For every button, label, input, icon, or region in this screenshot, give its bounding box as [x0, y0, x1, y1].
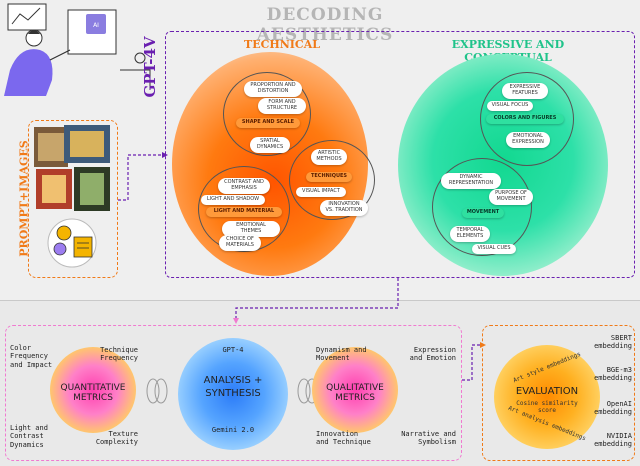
analysis-blob: [178, 338, 288, 450]
gemini-label: Gemini 2.0: [211, 426, 255, 434]
chip-contrast: CONTRAST AND EMPHASIS: [218, 178, 270, 194]
evaluation-label: EVALUATION: [515, 386, 579, 397]
chip-visual-cues: VISUAL CUES: [472, 244, 516, 254]
chip-proportion: PROPORTION AND DISTORTION: [244, 81, 302, 97]
light-ring: [198, 166, 290, 252]
chip-light-material: LIGHT AND MATERIAL: [206, 207, 282, 217]
chip-materials: CHOICE OF MATERIALS: [219, 235, 261, 251]
metric-innovation: Innovation and Technique: [316, 430, 371, 447]
evaluation-blob: [494, 345, 600, 449]
prompt-icons: [47, 218, 97, 268]
technical-heading: TECHNICAL: [244, 38, 320, 51]
prompt-images-box: [28, 120, 118, 278]
evaluation-frame: [482, 325, 635, 461]
embedding-openai: OpenAI embedding: [594, 400, 632, 417]
chip-innovation: INNOVATION VS. TRADITION: [320, 200, 368, 216]
embedding-nvidia: NVIDIA embedding: [594, 432, 632, 449]
qualitative-label: QUALITATIVE METRICS: [326, 383, 384, 403]
analysis-label: ANALYSIS + SYNTHESIS: [203, 375, 263, 399]
quantitative-label: QUANTITATIVE METRICS: [60, 383, 126, 403]
chip-emotional-themes: EMOTIONAL THEMES: [222, 221, 280, 237]
chip-dynamic-representation: DYNAMIC REPRESENTATION: [441, 173, 501, 189]
chip-expressive-features: EXPRESSIVE FEATURES: [502, 83, 548, 99]
chip-shape-scale: SHAPE AND SCALE: [236, 118, 300, 128]
metric-narrative: Narrative and Symbolism: [401, 430, 456, 447]
embedding-sbert: SBERT embedding: [594, 334, 632, 351]
metric-light-contrast: Light and Contrast Dynamics: [10, 424, 48, 449]
band-divider: [0, 300, 640, 301]
shape-ring: [223, 72, 311, 156]
metric-dynamism: Dynamism and Movement: [316, 346, 367, 363]
gpt4-label: GPT-4: [222, 346, 244, 354]
quantitative-blob: [50, 347, 136, 433]
techniques-ring: [289, 140, 375, 220]
chip-movement: MOVEMENT: [462, 208, 504, 218]
chip-purpose-movement: PURPOSE OF MOVEMENT: [489, 189, 533, 205]
page-title: DECODING AESTHETICS: [256, 5, 394, 45]
qualitative-blob: [312, 347, 398, 433]
cosine-similarity-label: Cosine similarity score: [516, 400, 578, 415]
chip-emotional-expression: EMOTIONAL EXPRESSION: [506, 132, 550, 148]
illustration: AI: [4, 3, 151, 96]
chip-light-shadow: LIGHT AND SHADOW: [201, 195, 265, 205]
embedding-bge: BGE-m3 embedding: [594, 366, 632, 383]
chip-visual-focus: VISUAL FOCUS: [487, 101, 533, 111]
metric-color-frequency: Color Frequency and Impact: [10, 344, 53, 369]
analysis-frame: [5, 325, 462, 461]
link-icon-left: [146, 378, 168, 404]
metric-technique-frequency: Technique Frequency: [100, 346, 138, 363]
chip-artistic-methods: ARTISTIC METHODS: [311, 149, 347, 165]
metric-expression: Expression and Emotion: [409, 346, 456, 363]
metric-texture-complexity: Texture Complexity: [95, 430, 138, 447]
chip-visual-impact: VISUAL IMPACT: [296, 187, 346, 197]
colors-ring: [480, 72, 574, 166]
movement-ring: [432, 158, 532, 256]
chip-spatial: SPATIAL DYNAMICS: [250, 137, 290, 153]
chip-temporal-elements: TEMPORAL ELEMENTS: [450, 226, 490, 242]
svg-text:AI: AI: [93, 22, 99, 29]
chip-form: FORM AND STRUCTURE: [258, 98, 306, 114]
chip-techniques: TECHNIQUES: [306, 172, 352, 182]
chip-colors-figures: COLORS AND FIGURES: [486, 114, 564, 124]
artwork-thumbnails: [34, 125, 110, 211]
